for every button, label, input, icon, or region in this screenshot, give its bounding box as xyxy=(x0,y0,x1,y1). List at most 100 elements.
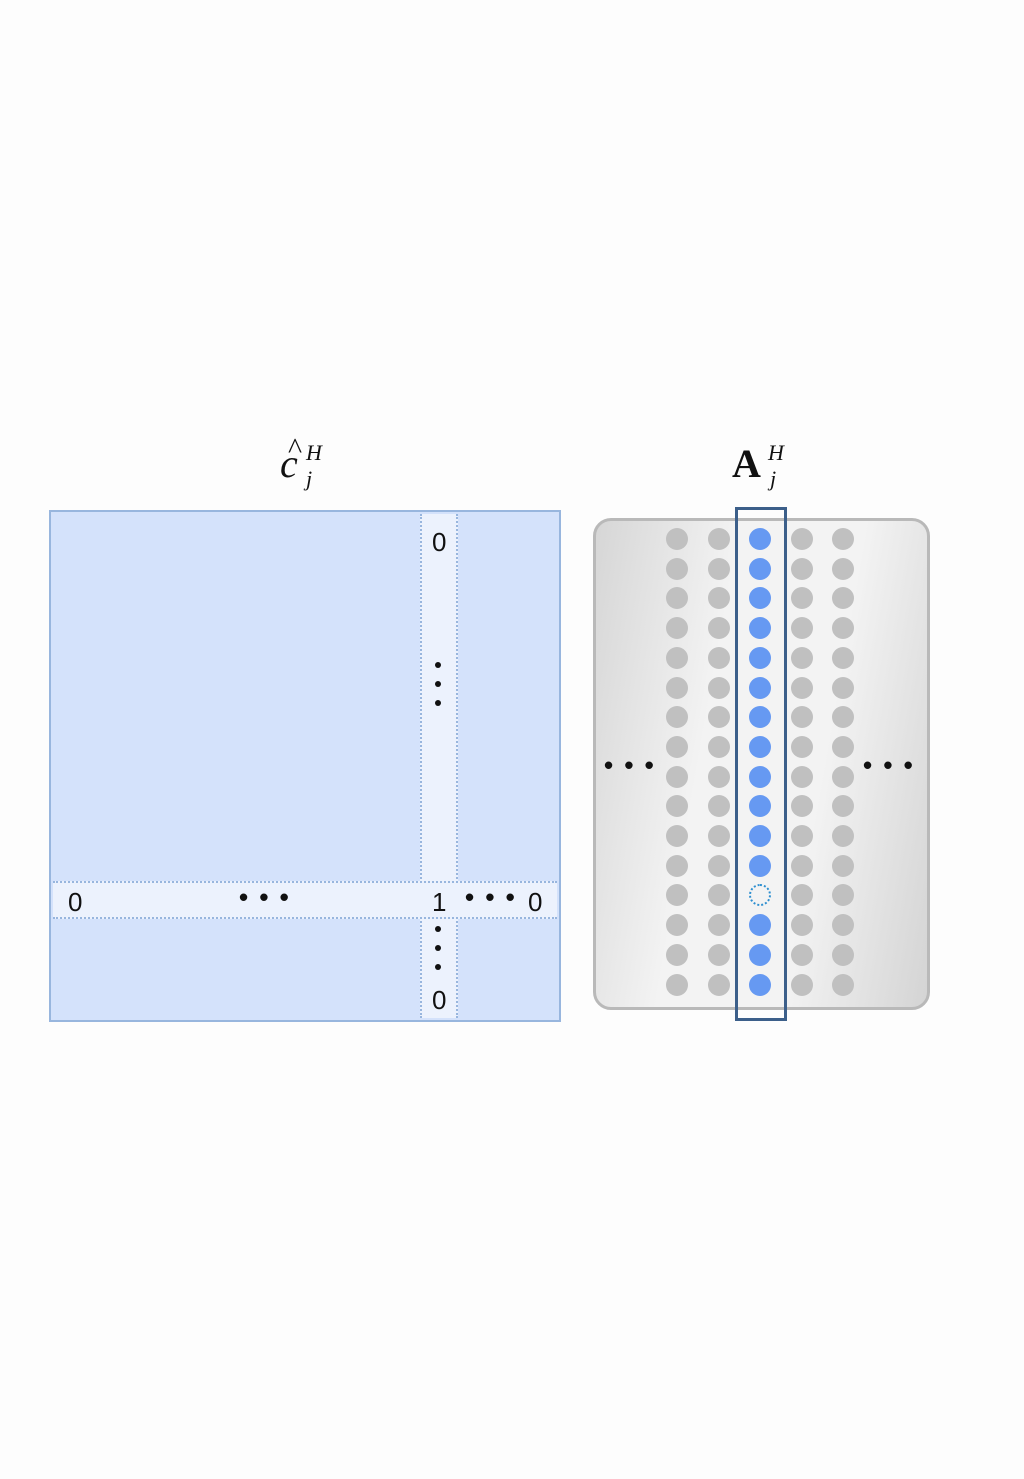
cross-patch xyxy=(422,883,456,917)
matrix-dot xyxy=(666,766,688,788)
highlighted-dot xyxy=(749,974,771,996)
highlighted-column-frame xyxy=(735,507,787,1021)
matrix-dot xyxy=(791,855,813,877)
col-top-zero: 0 xyxy=(432,527,447,557)
matrix-dot xyxy=(791,944,813,966)
matrix-dot xyxy=(666,528,688,550)
highlighted-dot xyxy=(749,944,771,966)
matrix-dot xyxy=(832,528,854,550)
a-left-hdots: • • • xyxy=(604,750,656,780)
matrix-dot xyxy=(666,647,688,669)
matrix-dot xyxy=(708,647,730,669)
matrix-dot xyxy=(708,706,730,728)
highlighted-dot xyxy=(749,558,771,580)
matrix-dot xyxy=(832,884,854,906)
row-left-hdots: • • • xyxy=(239,882,291,912)
matrix-dot xyxy=(666,914,688,936)
matrix-dot xyxy=(832,855,854,877)
highlighted-dot xyxy=(749,855,771,877)
diagonal-one: 1 xyxy=(432,887,447,917)
matrix-dot xyxy=(791,677,813,699)
matrix-dot xyxy=(708,617,730,639)
matrix-dot xyxy=(708,795,730,817)
matrix-dot xyxy=(708,914,730,936)
a-label: A H j xyxy=(732,438,802,498)
highlighted-dot xyxy=(749,766,771,788)
matrix-dot xyxy=(708,766,730,788)
a-symbol: A xyxy=(732,441,761,486)
matrix-dot xyxy=(666,587,688,609)
matrix-dot xyxy=(832,736,854,758)
matrix-dot xyxy=(791,558,813,580)
column-strip xyxy=(420,514,458,1018)
matrix-dot xyxy=(832,647,854,669)
matrix-dot xyxy=(791,647,813,669)
matrix-dot xyxy=(666,706,688,728)
matrix-dot xyxy=(708,587,730,609)
matrix-dot xyxy=(832,944,854,966)
matrix-dot xyxy=(708,736,730,758)
highlighted-dot xyxy=(749,736,771,758)
c-hat-label: ^ c H j xyxy=(280,432,350,498)
highlighted-dot xyxy=(749,914,771,936)
matrix-dot xyxy=(666,558,688,580)
matrix-dot xyxy=(832,558,854,580)
matrix-dot xyxy=(791,884,813,906)
hollow-dot xyxy=(749,884,771,906)
matrix-dot xyxy=(791,795,813,817)
matrix-dot xyxy=(832,617,854,639)
highlighted-dot xyxy=(749,587,771,609)
matrix-dot xyxy=(708,974,730,996)
highlighted-dot xyxy=(749,706,771,728)
a-subscript: j xyxy=(770,466,777,491)
col-lower-vdots xyxy=(435,926,443,983)
matrix-dot xyxy=(791,706,813,728)
matrix-dot xyxy=(832,677,854,699)
highlighted-dot xyxy=(749,825,771,847)
matrix-dot xyxy=(708,884,730,906)
matrix-dot xyxy=(666,855,688,877)
matrix-dot xyxy=(832,706,854,728)
matrix-dot xyxy=(832,766,854,788)
matrix-dot xyxy=(791,587,813,609)
matrix-dot xyxy=(708,558,730,580)
matrix-dot xyxy=(708,528,730,550)
c-symbol: c xyxy=(280,441,298,486)
matrix-dot xyxy=(708,855,730,877)
matrix-dot xyxy=(708,825,730,847)
matrix-dot xyxy=(791,528,813,550)
matrix-dot xyxy=(791,766,813,788)
matrix-dot xyxy=(666,736,688,758)
matrix-dot xyxy=(791,736,813,758)
matrix-dot xyxy=(666,825,688,847)
highlighted-dot xyxy=(749,647,771,669)
matrix-dot xyxy=(832,825,854,847)
matrix-dot xyxy=(666,974,688,996)
col-bottom-zero: 0 xyxy=(432,985,447,1015)
matrix-dot xyxy=(708,944,730,966)
a-superscript: H xyxy=(768,440,784,465)
matrix-dot xyxy=(791,914,813,936)
matrix-dot xyxy=(666,884,688,906)
col-upper-vdots xyxy=(435,662,443,719)
matrix-dot xyxy=(666,677,688,699)
row-strip xyxy=(53,881,557,919)
matrix-dot xyxy=(832,974,854,996)
matrix-dot xyxy=(666,617,688,639)
c-hat-matrix: 0 0 • • • 1 • • • 0 0 xyxy=(49,510,561,1022)
row-right-zero: 0 xyxy=(528,887,543,917)
matrix-dot xyxy=(832,795,854,817)
highlighted-dot xyxy=(749,795,771,817)
matrix-dot xyxy=(791,825,813,847)
c-subscript: j xyxy=(306,466,313,491)
row-left-zero: 0 xyxy=(68,887,83,917)
matrix-dot xyxy=(666,795,688,817)
highlighted-dot xyxy=(749,677,771,699)
highlighted-dot xyxy=(749,617,771,639)
row-right-hdots: • • • xyxy=(465,882,517,912)
matrix-dot xyxy=(708,677,730,699)
matrix-dot xyxy=(666,944,688,966)
highlighted-dot xyxy=(749,528,771,550)
hat-accent: ^ xyxy=(288,432,303,465)
a-right-hdots: • • • xyxy=(863,750,915,780)
